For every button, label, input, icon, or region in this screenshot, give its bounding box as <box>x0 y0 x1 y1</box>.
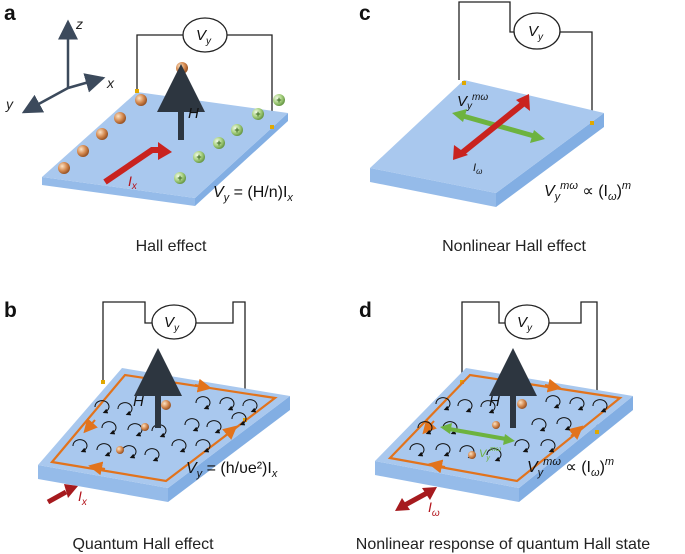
contact-d-right <box>595 430 599 434</box>
caption-d: Nonlinear response of quantum Hall state <box>356 536 650 553</box>
cyclotron-orbits-d <box>409 395 608 462</box>
axis-y-label: y <box>5 96 14 112</box>
wire-right-d <box>549 301 598 432</box>
sample-slab-a <box>42 92 288 206</box>
voltmeter-d-label: Vy <box>517 314 533 334</box>
voltage-arrowhead-d-right <box>503 434 515 445</box>
axis-x-label: x <box>106 75 115 91</box>
current-arrow-c <box>460 100 526 156</box>
caption-b: Quantum Hall effect <box>72 536 214 553</box>
voltmeter-c <box>513 12 561 50</box>
edge-arrows-d <box>422 378 584 474</box>
current-label-c: Iω <box>473 162 482 176</box>
current-arrowhead-c-bottom <box>453 145 468 160</box>
panel-d: d Vy <box>356 299 650 553</box>
contact-a-right <box>270 125 274 129</box>
panel-c: c Vy Vymω Iω Vymω ∝ (Iω)m Nonlinear Hall… <box>359 1 631 255</box>
voltage-arrowhead-d-left <box>440 423 452 434</box>
axes-icon <box>21 19 106 114</box>
svg-text:+: + <box>177 173 182 183</box>
panel-a: a z x y Vy <box>4 2 293 255</box>
sample-slab-d <box>375 368 633 502</box>
wire-right-b <box>196 301 246 420</box>
svg-text:+: + <box>255 109 260 119</box>
contact-c-right <box>590 121 594 125</box>
wire-left <box>136 34 185 92</box>
caption-c: Nonlinear Hall effect <box>442 238 586 255</box>
current-arrowhead-d-bottom <box>395 498 410 511</box>
wire-right <box>225 34 273 127</box>
panel-label-b: b <box>4 299 17 322</box>
svg-text:+: + <box>276 95 281 105</box>
caption-a: Hall effect <box>136 238 207 255</box>
edge-state-d <box>387 373 623 483</box>
equation-c: Vymω ∝ (Iω)m <box>544 180 631 203</box>
voltmeter-b-label: Vy <box>164 314 180 334</box>
current-arrowhead-d-top <box>422 487 437 500</box>
edge-arrows-b <box>83 378 238 476</box>
current-label-a: Ix <box>128 173 138 192</box>
wire-left-d <box>461 301 505 382</box>
voltmeter-d <box>504 304 550 340</box>
electrons-d <box>468 399 527 459</box>
current-arrow-a <box>103 147 160 185</box>
contact-b-left <box>101 380 105 384</box>
contact-c-left <box>462 81 466 85</box>
voltage-arrow-d <box>448 427 507 441</box>
panel-label-a: a <box>4 2 16 25</box>
svg-text:+: + <box>234 125 239 135</box>
svg-text:+: + <box>216 138 221 148</box>
panel-b: b Vy <box>4 299 290 553</box>
edge-state-b <box>49 373 278 483</box>
current-arrowhead-b <box>64 484 78 498</box>
wire-left-b <box>102 301 152 382</box>
current-arrowhead-c-top <box>516 94 530 111</box>
cyclotron-orbits-b <box>72 396 258 462</box>
panel-label-d: d <box>359 299 372 322</box>
voltmeter-b <box>151 304 197 340</box>
current-arrowhead-a <box>158 142 172 160</box>
wire-right-c <box>560 31 593 128</box>
h-label-b: H <box>133 393 144 410</box>
holes-a: + + + + + + <box>174 94 285 184</box>
voltmeter-c-label: Vy <box>528 23 544 43</box>
voltage-label-d: Vymω <box>479 446 502 462</box>
axis-z-label: z <box>75 16 83 32</box>
voltage-arrowhead-c-right <box>530 130 545 143</box>
h-label-d: H <box>489 393 500 410</box>
h-label-a: H <box>188 105 199 122</box>
equation-a: Vy = (H/n)Ix <box>213 184 293 204</box>
voltage-label-c: Vymω <box>457 92 488 112</box>
voltage-arrowhead-c-left <box>452 109 467 122</box>
svg-text:+: + <box>196 152 201 162</box>
voltmeter-a-label: Vy <box>196 27 212 47</box>
current-arrow-d <box>403 490 429 508</box>
current-arrow-b <box>46 489 68 505</box>
equation-b: Vy = (h/υe²)Ix <box>186 460 278 480</box>
panel-label-c: c <box>359 2 371 25</box>
equation-d: Vymω ∝ (Iω)m <box>527 456 614 479</box>
electrons-b <box>116 400 171 454</box>
current-label-b: Ix <box>78 488 88 508</box>
contact-a-left <box>135 89 139 93</box>
wire-left-c <box>458 1 515 80</box>
voltmeter-a <box>182 17 228 53</box>
current-label-d: Iω <box>428 499 440 519</box>
